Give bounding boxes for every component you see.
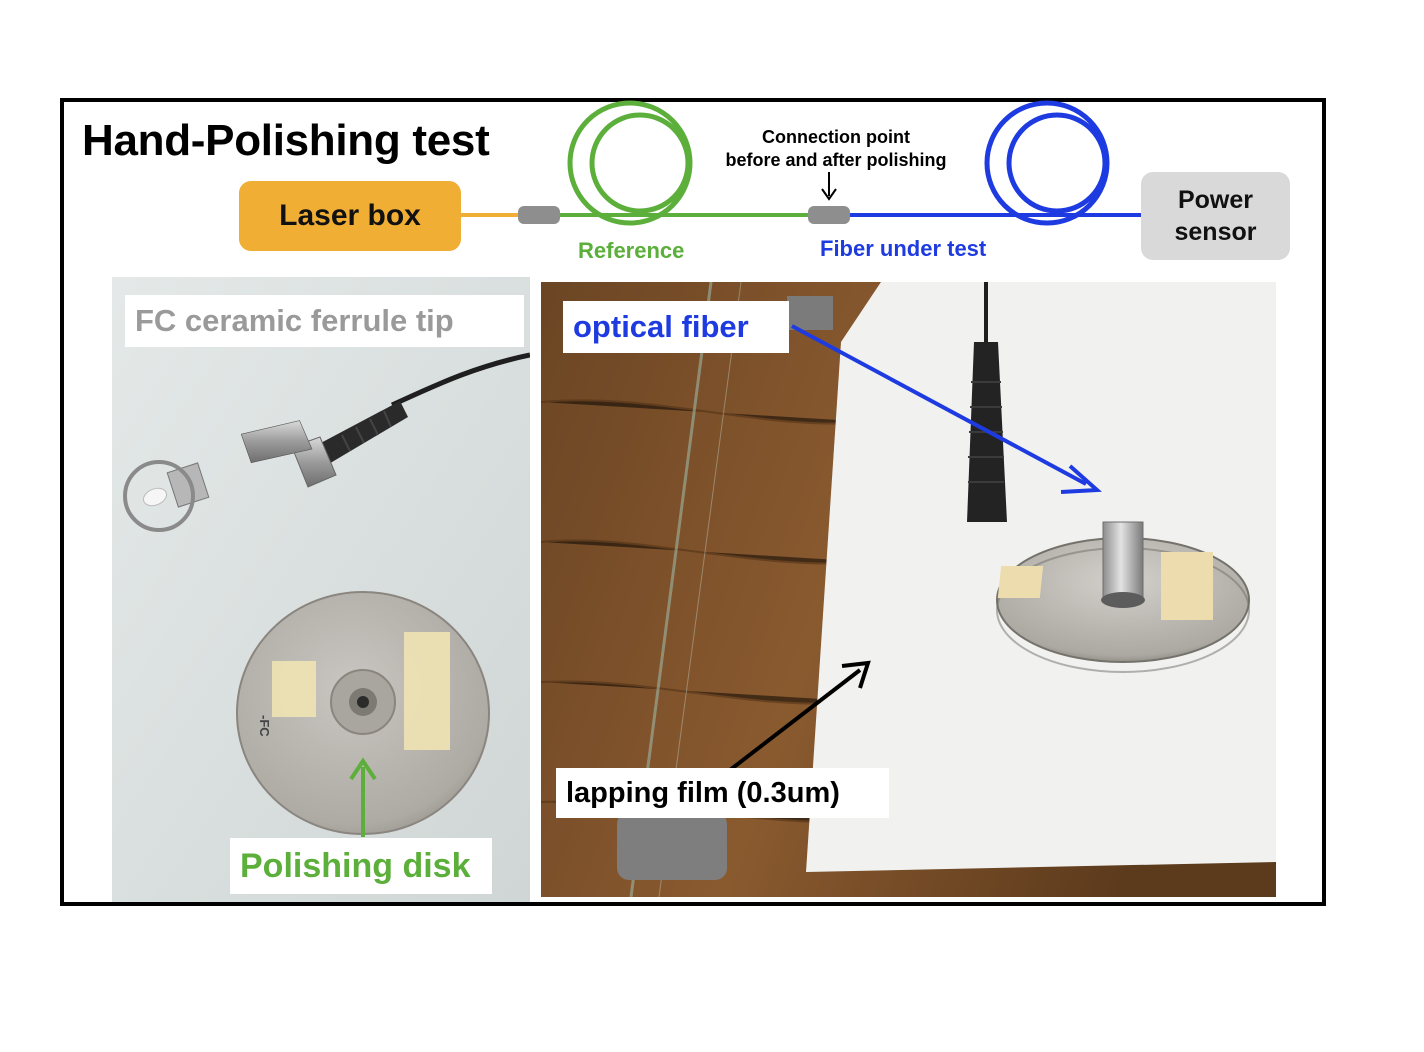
fut-coil-outer [984,100,1110,226]
gray-block [787,296,833,330]
power-sensor-line1: Power [1177,186,1253,214]
connector-1 [518,206,560,224]
disk-tape-left [997,566,1044,598]
power-sensor-box: Power sensor [1141,172,1290,260]
connector-nut-vertical [1102,521,1144,601]
disk-center-hole [357,696,369,708]
polishing-disk-label: Polishing disk [230,838,492,894]
reference-label: Reference [578,238,685,263]
reference-coil-inner [589,112,691,214]
fut-coil-inner [1006,112,1108,214]
connection-label-line2: before and after polishing [725,150,947,170]
laser-box: Laser box [239,181,461,251]
ferrule-tip-label: FC ceramic ferrule tip [125,295,524,347]
connection-label-line1: Connection point [762,127,910,147]
ceramic-ferrule [142,487,168,507]
connector-2 [808,206,850,224]
reference-coil-outer [567,100,693,226]
disk-tape-large [404,632,450,750]
fiber-cable [390,352,530,408]
disk-stamp-text: -FC [257,715,272,737]
ferrule-highlight-circle [123,460,195,532]
power-sensor-line2: sensor [1174,218,1257,246]
disk-tape-right [1161,552,1213,620]
lapping-film-label: lapping film (0.3um) [556,768,889,818]
connection-point-label: Connection point before and after polish… [704,126,968,172]
connector-nut [240,420,313,464]
fiber-under-test-label: Fiber under test [820,236,987,261]
disk-arrow-head [349,757,377,781]
optical-fiber-label: optical fiber [563,301,789,353]
gray-handle [617,812,727,880]
connector-boot [317,401,408,465]
figure-title: Hand-Polishing test [82,116,490,165]
connection-arrow-head [821,188,837,201]
photo-left-illustration [112,277,530,902]
disk-tape-small [272,661,316,717]
photo-connector-and-disk: -FC [112,277,530,902]
